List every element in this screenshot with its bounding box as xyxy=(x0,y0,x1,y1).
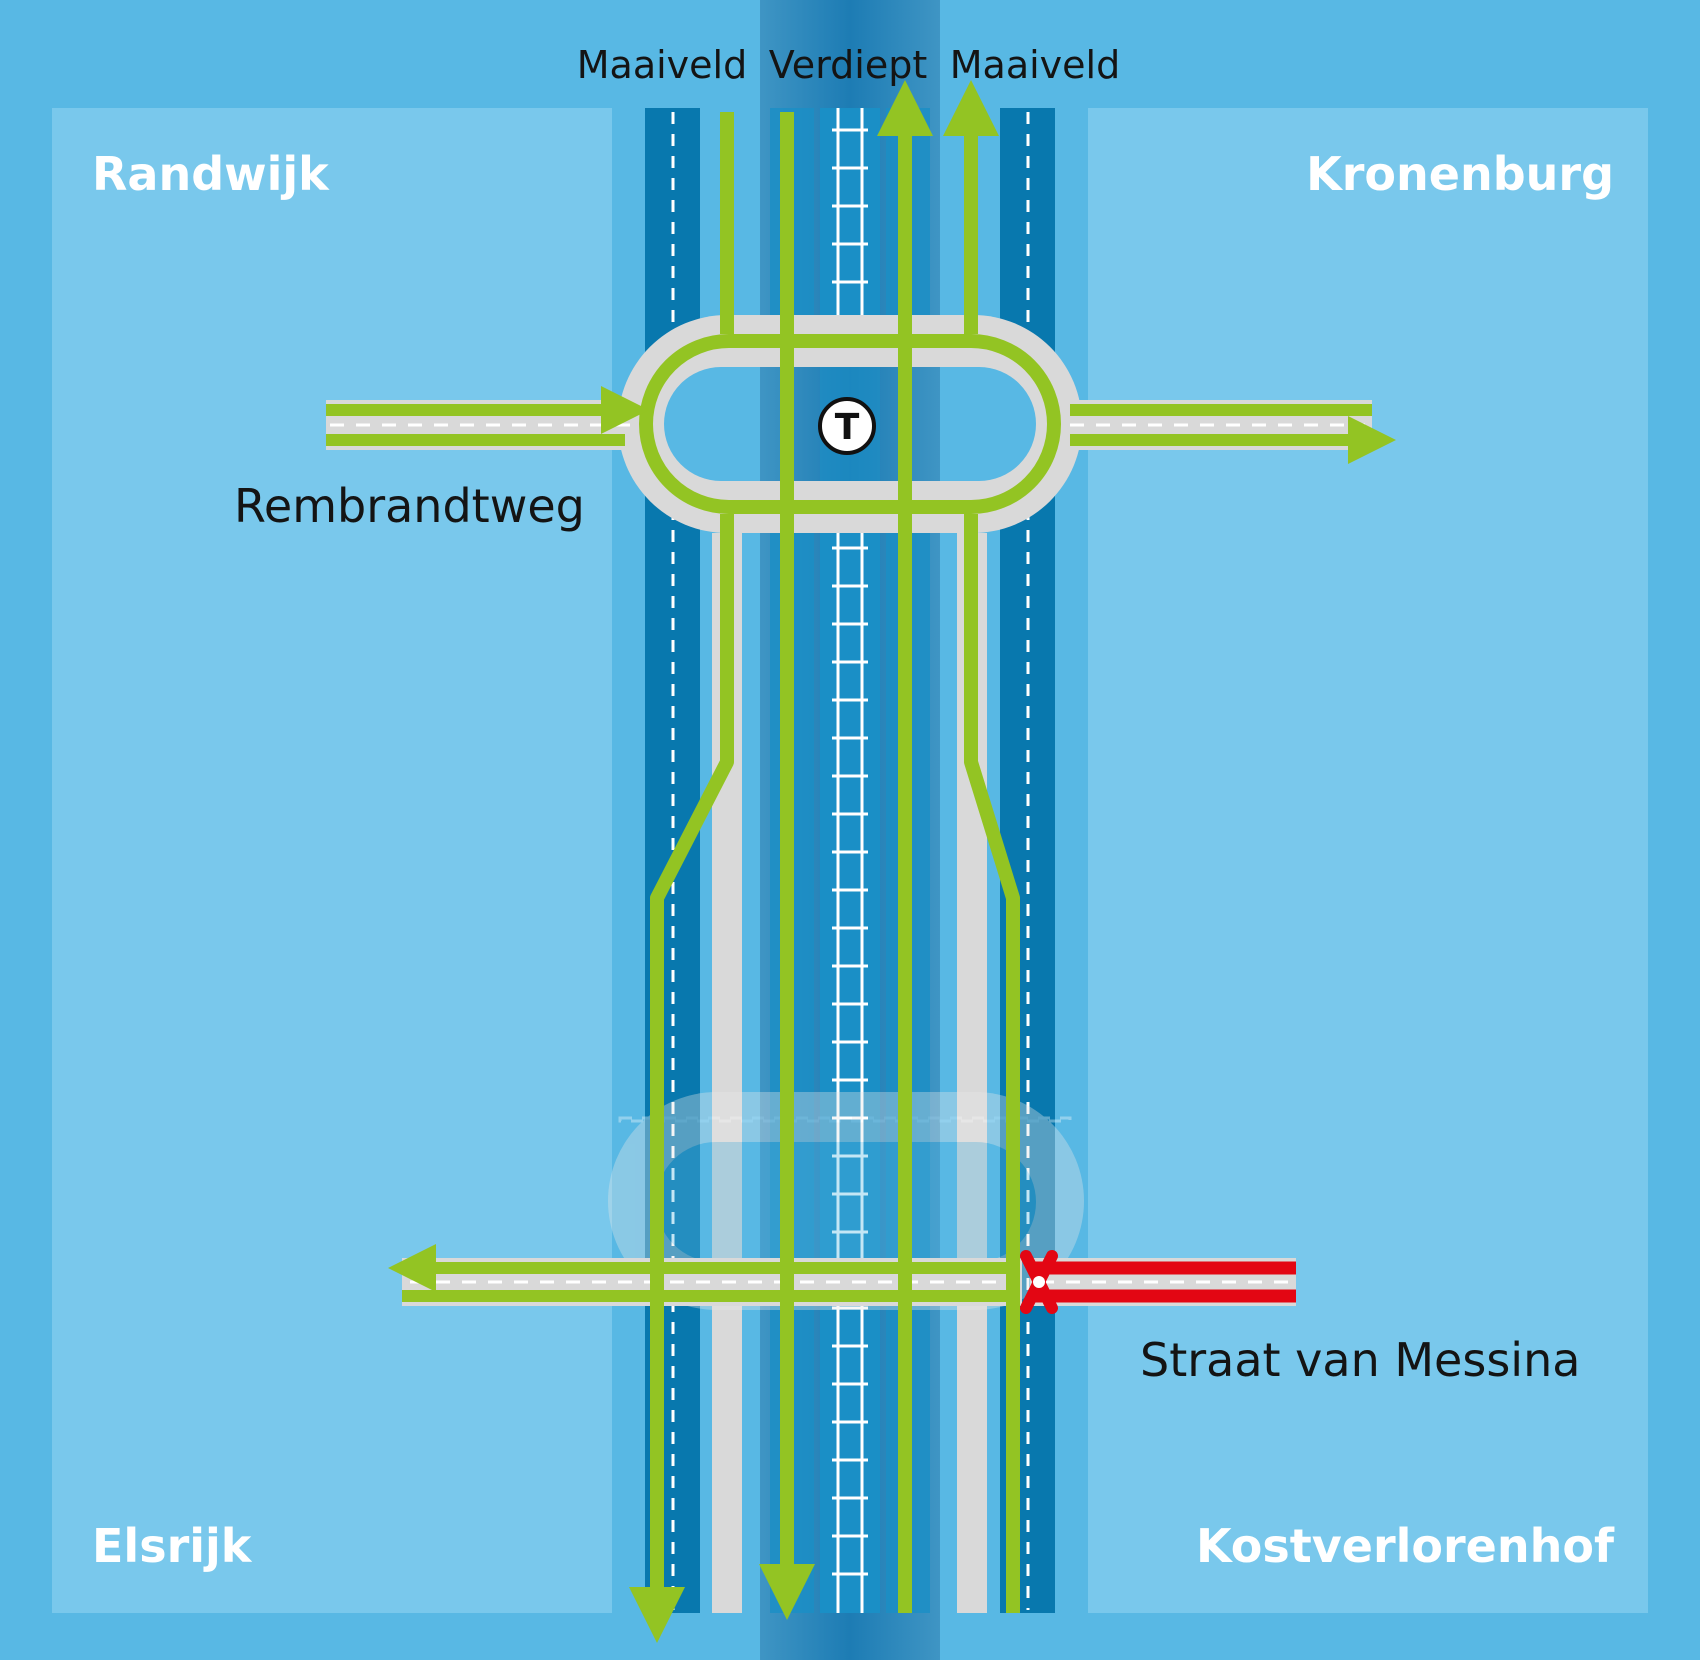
green-routes xyxy=(326,80,1396,1643)
district-north-east: Kronenburg xyxy=(1306,147,1614,201)
roundabout-loop xyxy=(639,334,1061,514)
blocked-cross-icon xyxy=(1020,1250,1058,1314)
level-label-center: Verdiept xyxy=(769,43,927,87)
tram-stop-icon: T xyxy=(818,397,876,455)
district-north-west: Randwijk xyxy=(92,147,330,201)
district-area-east xyxy=(1088,108,1648,1613)
level-label-left: Maaiveld xyxy=(577,43,747,87)
road-label-rembrandtweg: Rembrandtweg xyxy=(234,479,585,533)
district-south-west: Elsrijk xyxy=(92,1519,253,1573)
level-label-right: Maaiveld xyxy=(950,43,1120,87)
tram-stop-letter: T xyxy=(835,407,860,448)
messina-blocked-section xyxy=(1030,1258,1296,1306)
district-south-east: Kostverlorenhof xyxy=(1196,1519,1615,1573)
road-label-straat-van-messina: Straat van Messina xyxy=(1140,1333,1580,1387)
route-east-entry xyxy=(964,514,1020,1613)
district-area-west xyxy=(52,108,612,1613)
route-west-exit xyxy=(629,514,734,1643)
south-roundabout-faded xyxy=(608,1092,1084,1310)
